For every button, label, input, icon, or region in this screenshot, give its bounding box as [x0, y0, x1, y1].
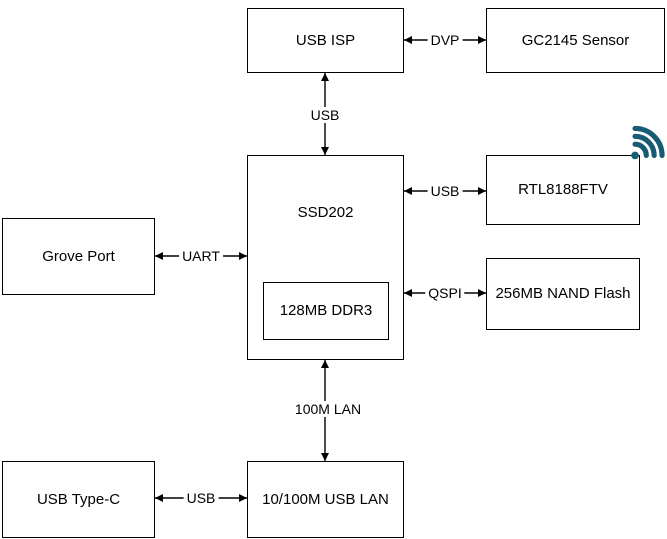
edge-label-usb-wifi: USB: [427, 183, 463, 199]
node-256mb-nand-flash-label: 256MB NAND Flash: [495, 285, 631, 302]
node-rtl8188ftv: RTL8188FTV: [486, 155, 640, 225]
edge-label-usb-typec-lan: USB: [183, 490, 219, 506]
node-rtl8188ftv-label: RTL8188FTV: [518, 181, 608, 198]
edge-label-uart: UART: [179, 248, 223, 264]
node-128mb-ddr3-label: 128MB DDR3: [279, 302, 373, 319]
node-gc2145-sensor-label: GC2145 Sensor: [521, 31, 630, 49]
node-usb-isp-label: USB ISP: [295, 31, 356, 49]
edge-label-qspi: QSPI: [425, 285, 465, 301]
edge-label-100m-lan: 100M LAN: [291, 401, 365, 417]
node-usb-type-c-label: USB Type-C: [36, 490, 121, 508]
node-grove-port: Grove Port: [2, 218, 155, 295]
node-usb-type-c: USB Type-C: [2, 461, 155, 538]
node-gc2145-sensor: GC2145 Sensor: [486, 8, 665, 73]
node-10-100m-usb-lan: 10/100M USB LAN: [247, 461, 404, 538]
node-ssd202-label: SSD202: [297, 204, 354, 221]
edge-label-dvp: DVP: [427, 32, 463, 48]
edge-label-usb-isp-ssd: USB: [307, 107, 343, 123]
node-usb-isp: USB ISP: [247, 8, 404, 73]
wifi-icon: [631, 125, 665, 160]
node-128mb-ddr3: 128MB DDR3: [263, 282, 389, 340]
node-ssd202: SSD202 128MB DDR3: [247, 155, 404, 360]
node-grove-port-label: Grove Port: [42, 247, 115, 265]
node-256mb-nand-flash: 256MB NAND Flash: [486, 258, 640, 330]
node-10-100m-usb-lan-label: 10/100M USB LAN: [262, 490, 389, 508]
